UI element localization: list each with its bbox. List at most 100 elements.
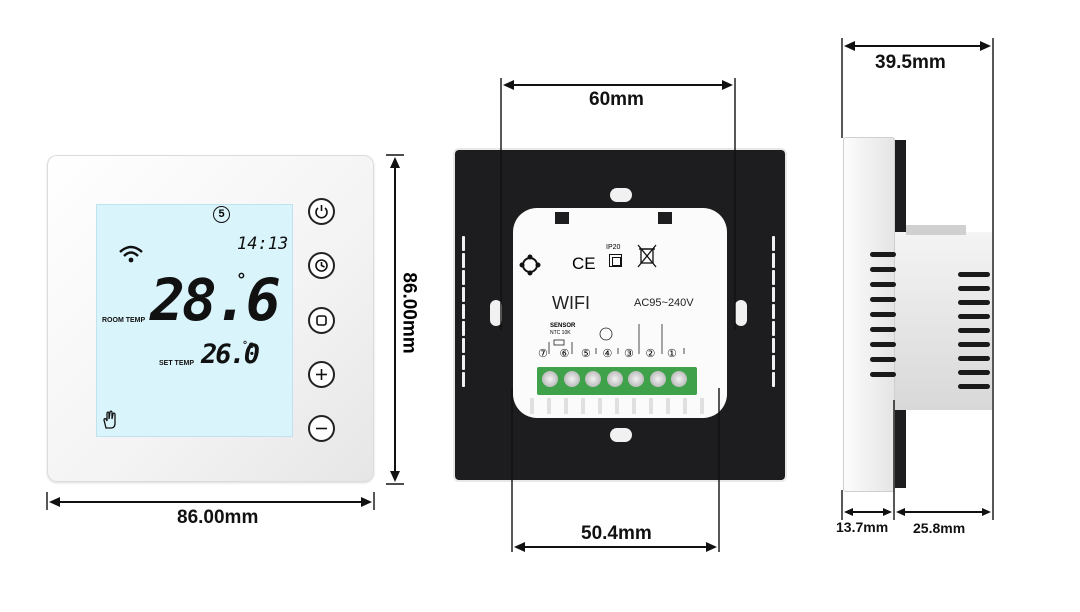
terminal-screw <box>542 371 558 387</box>
back-top-width-label: 60mm <box>589 89 644 110</box>
hand-lock-icon <box>103 410 116 429</box>
vent-slot <box>462 321 465 336</box>
mount-hole-bottom <box>610 428 632 442</box>
vent-slot <box>462 253 465 268</box>
square-icon <box>316 315 327 326</box>
terminal-number: ④ <box>602 348 613 360</box>
module-notch-right <box>658 212 672 224</box>
increase-button[interactable] <box>308 361 335 388</box>
terminal-number: ③ <box>624 348 634 360</box>
side-vent-front <box>870 342 896 347</box>
terminal-screw <box>628 371 644 387</box>
terminal-number: ⑤ <box>581 348 591 360</box>
weee-bin-icon <box>637 244 657 268</box>
side-vent-front <box>870 372 896 377</box>
set-temp-unit: °c <box>242 340 255 351</box>
set-temp-label: SET TEMP <box>159 360 195 367</box>
side-vent-body <box>958 272 990 277</box>
mode-indicator: 5 <box>213 206 230 223</box>
vent-slot <box>462 236 465 251</box>
side-total-depth-label: 39.5mm <box>875 52 946 73</box>
back-bottom-width-label: 50.4mm <box>581 523 652 544</box>
set-temp-value: 26.0 <box>201 339 260 370</box>
room-temp-label: ROOM TEMP <box>102 317 146 324</box>
module-fin <box>598 398 602 414</box>
mount-hole-top <box>610 188 632 202</box>
side-vent-front <box>870 357 896 362</box>
plus-icon <box>316 369 327 380</box>
mount-hole-left <box>490 300 502 326</box>
module-fin <box>581 398 585 414</box>
side-body <box>895 232 992 410</box>
side-front-depth-label: 13.7mm <box>836 519 889 535</box>
module-notch-left <box>555 212 569 224</box>
side-vent-body <box>958 384 990 389</box>
terminal-screw <box>671 371 687 387</box>
clock-icon <box>315 259 328 272</box>
vent-slot <box>772 236 775 251</box>
side-body-depth-label: 25.8mm <box>913 520 966 536</box>
side-vent-body <box>958 300 990 305</box>
side-vent-front <box>870 297 896 302</box>
vent-slot <box>462 270 465 285</box>
wifi-label: WIFI <box>552 293 590 313</box>
terminal-screw <box>649 371 666 387</box>
mode-button[interactable] <box>308 307 335 334</box>
vent-slot <box>462 287 465 302</box>
double-insulation-icon <box>609 254 622 267</box>
ce-mark: CE <box>572 254 596 273</box>
vent-slot <box>772 287 775 302</box>
wiring-schematic <box>548 324 685 354</box>
terminal-number: ⑥ <box>559 348 570 360</box>
side-body-cap <box>906 225 966 235</box>
side-vent-body <box>958 370 990 375</box>
vent-slot <box>772 355 775 370</box>
module-fin <box>666 398 670 414</box>
module-fin <box>632 398 636 414</box>
lcd-display <box>96 204 293 437</box>
vent-slot <box>772 270 775 285</box>
power-icon <box>315 205 328 219</box>
module-fin <box>530 398 534 414</box>
decrease-button[interactable] <box>308 415 335 442</box>
clock-readout: 14:13 <box>237 234 289 254</box>
terminal-screw <box>606 371 623 387</box>
terminal-number: ② <box>645 348 656 360</box>
vent-slot <box>772 372 775 387</box>
sensor-label: SENSOR <box>550 323 576 329</box>
front-width-label: 86.00mm <box>177 507 259 528</box>
module-fin <box>700 398 704 414</box>
mode-number: 5 <box>218 208 225 220</box>
vent-slot <box>772 304 775 319</box>
minus-icon <box>316 427 327 430</box>
sensor-spec: NTC 10K <box>550 330 571 336</box>
side-vent-body <box>958 286 990 291</box>
vent-slot <box>462 355 465 370</box>
module-fin <box>649 398 653 414</box>
power-button[interactable] <box>308 198 335 225</box>
module-fin <box>547 398 551 414</box>
ip-rating: IP20 <box>606 244 621 251</box>
module-fin <box>564 398 568 414</box>
mount-hole-right <box>735 300 747 326</box>
terminal-screw <box>563 371 580 387</box>
room-temp-value: 28.6 <box>150 266 281 334</box>
vent-slot <box>772 321 775 336</box>
room-temp-unit: ° <box>236 270 247 291</box>
module-fin <box>615 398 619 414</box>
vent-slot <box>462 338 465 353</box>
wifi-icon <box>119 245 143 263</box>
side-vent-body <box>958 328 990 333</box>
schedule-button[interactable] <box>308 252 335 279</box>
vent-slot <box>772 338 775 353</box>
voltage-label: AC95~240V <box>634 297 694 309</box>
side-vent-front <box>870 267 896 272</box>
vent-slot <box>772 253 775 268</box>
side-vent-body <box>958 314 990 319</box>
vent-slot <box>462 304 465 319</box>
module-fin <box>683 398 687 414</box>
terminal-number: ① <box>667 348 677 360</box>
